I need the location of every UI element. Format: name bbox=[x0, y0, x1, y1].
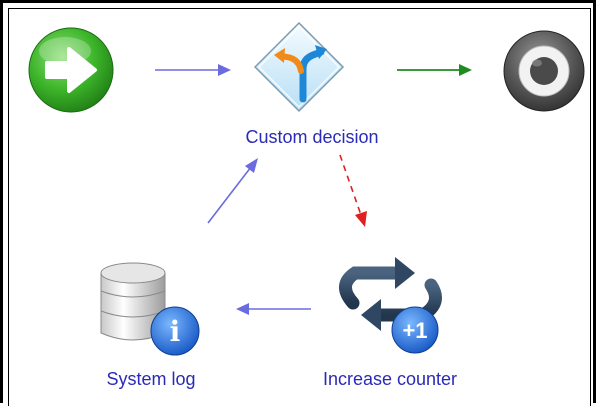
edge-log-to-decision bbox=[207, 158, 258, 224]
counter-node[interactable]: +1 bbox=[339, 257, 442, 354]
canvas-frame bbox=[8, 8, 591, 406]
start-node[interactable] bbox=[28, 27, 114, 113]
log-node-label: System log bbox=[106, 369, 196, 389]
edge-counter-to-log bbox=[236, 303, 311, 315]
log-badge-text: i bbox=[170, 315, 181, 348]
end-stop-icon bbox=[503, 30, 585, 112]
workflow-diagram: +1 i bbox=[28, 21, 585, 356]
decision-node-label: Custom decision bbox=[245, 127, 379, 147]
counter-node-label: Increase counter bbox=[322, 369, 458, 389]
decision-split-icon bbox=[253, 21, 345, 113]
edge-decision-to-counter bbox=[339, 154, 367, 227]
start-arrow-icon bbox=[28, 27, 114, 113]
edge-decision-to-end bbox=[397, 64, 472, 76]
end-node[interactable] bbox=[503, 30, 585, 112]
counter-badge-text: +1 bbox=[402, 318, 427, 343]
loop-plus-one-icon: +1 bbox=[339, 257, 442, 354]
edge-start-to-decision bbox=[155, 64, 231, 76]
database-info-icon: i bbox=[100, 262, 200, 356]
log-node[interactable]: i bbox=[100, 262, 200, 356]
decision-node[interactable] bbox=[253, 21, 345, 113]
